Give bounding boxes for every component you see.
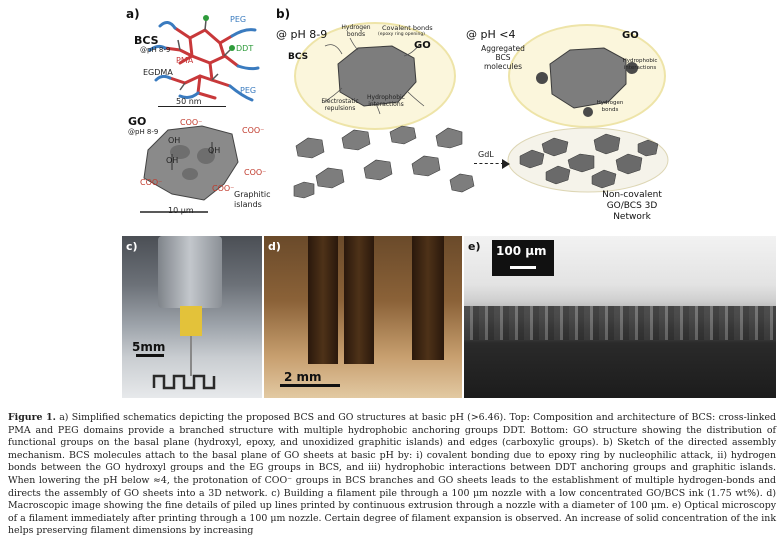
panel-d-pillar-1 bbox=[308, 236, 338, 364]
panel-e-filament bbox=[464, 306, 776, 340]
panel-c-needle bbox=[190, 336, 192, 376]
go-oh-label-2: OH bbox=[166, 156, 179, 165]
bcs-scale-bar bbox=[158, 106, 226, 107]
panel-e-scale-label: 100 μm bbox=[496, 244, 547, 258]
go-structure-diagram bbox=[140, 125, 239, 213]
panel-d-photo bbox=[264, 236, 462, 398]
panel-c-label: c) bbox=[126, 240, 138, 253]
figure-caption: Figure 1. a) Simplified schematics depic… bbox=[8, 412, 776, 538]
bcs-ddt-label: DDT bbox=[236, 44, 254, 53]
panel-b-hydrogen-label: Hydrogen bonds bbox=[341, 24, 371, 38]
panel-b-right-sheet bbox=[536, 47, 638, 117]
go-ph: @pH 8-9 bbox=[128, 128, 159, 136]
panel-b-left-sheet-array bbox=[293, 125, 475, 199]
panel-b-right-title: @ pH <4 bbox=[466, 28, 516, 41]
go-graphitic-label: Graphitic islands bbox=[234, 190, 271, 209]
go-oh-label-3: OH bbox=[208, 146, 221, 155]
panel-b-label: b) bbox=[276, 7, 291, 21]
go-oh-label-1: OH bbox=[168, 136, 181, 145]
panel-b-hydrophobic-label: Hydrophobic interactions bbox=[367, 94, 405, 108]
panel-e-photo bbox=[464, 236, 776, 398]
go-coo-label-5: COO⁻ bbox=[212, 184, 235, 193]
panel-b-hydrophobic-right-label: Hydrophobic interactions bbox=[622, 58, 658, 71]
caption-figure-label: Figure 1. bbox=[8, 412, 56, 423]
bcs-peg-label-2: PEG bbox=[240, 86, 257, 95]
panel-c-scale-label: 5mm bbox=[132, 340, 166, 354]
go-coo-label-1: COO⁻ bbox=[180, 118, 203, 127]
panel-b-arrow-head bbox=[502, 159, 510, 169]
panel-b-covalent-label: Covalent bonds bbox=[382, 24, 433, 32]
panel-c-printed-pattern bbox=[152, 374, 216, 390]
panel-b-covalent-sub: (epoxy ring opening) bbox=[378, 32, 425, 37]
panel-b-transition-arrow bbox=[474, 163, 504, 164]
panel-d-pillar-2 bbox=[344, 236, 374, 364]
bcs-pma-label: PMA bbox=[176, 56, 194, 65]
panel-a-label: a) bbox=[126, 7, 140, 21]
panel-b-3d-network bbox=[507, 127, 669, 193]
panel-d-pillar-3 bbox=[412, 236, 444, 360]
bcs-peg-label-1: PEG bbox=[230, 15, 247, 24]
go-coo-label-3: COO⁻ bbox=[244, 168, 267, 177]
panel-c-scale-bar bbox=[136, 354, 164, 357]
bcs-egdma-label: EGDMA bbox=[143, 68, 173, 77]
panel-d-scale-label: 2 mm bbox=[284, 370, 322, 384]
panel-e-scale-box bbox=[492, 240, 554, 276]
go-coo-label-4: COO⁻ bbox=[140, 178, 163, 187]
panel-b-electrostatic-label: Electrostatic repulsions bbox=[321, 98, 359, 112]
panel-b-bcs-label: BCS bbox=[288, 52, 309, 62]
panel-b-aggregated-label: Aggregated BCS molecules bbox=[481, 44, 525, 71]
panel-c-syringe bbox=[158, 236, 222, 308]
panel-b-gdl-label: GdL bbox=[478, 150, 494, 159]
panel-b-network-label: Non-covalent GO/BCS 3D Network bbox=[602, 190, 662, 222]
panel-b-go-right-label: GO bbox=[622, 30, 639, 41]
panel-d-scale-bar bbox=[280, 384, 340, 387]
panel-e-label: e) bbox=[468, 240, 481, 253]
panel-b-left-title: @ pH 8-9 bbox=[276, 28, 328, 41]
panel-d-label: d) bbox=[268, 240, 281, 253]
panel-c-nozzle bbox=[180, 306, 202, 336]
bcs-scale-label: 50 nm bbox=[176, 97, 202, 106]
panel-b-go-label: GO bbox=[414, 40, 431, 51]
panel-b-left-sheet bbox=[323, 37, 425, 115]
panel-c-photo bbox=[122, 236, 262, 398]
caption-text: a) Simplified schematics depicting the p… bbox=[8, 412, 777, 537]
go-scale-label: 10 μm bbox=[168, 206, 194, 215]
bcs-structure-diagram bbox=[148, 15, 260, 102]
bcs-title: BCS bbox=[134, 34, 159, 47]
go-title: GO bbox=[128, 115, 147, 128]
panel-b-hydrogen-right-label: Hydrogen bonds bbox=[596, 100, 624, 113]
go-coo-label-2: COO⁻ bbox=[242, 126, 265, 135]
panel-e-scale-bar bbox=[510, 266, 536, 269]
bcs-ph: @pH 8-9 bbox=[140, 46, 171, 54]
